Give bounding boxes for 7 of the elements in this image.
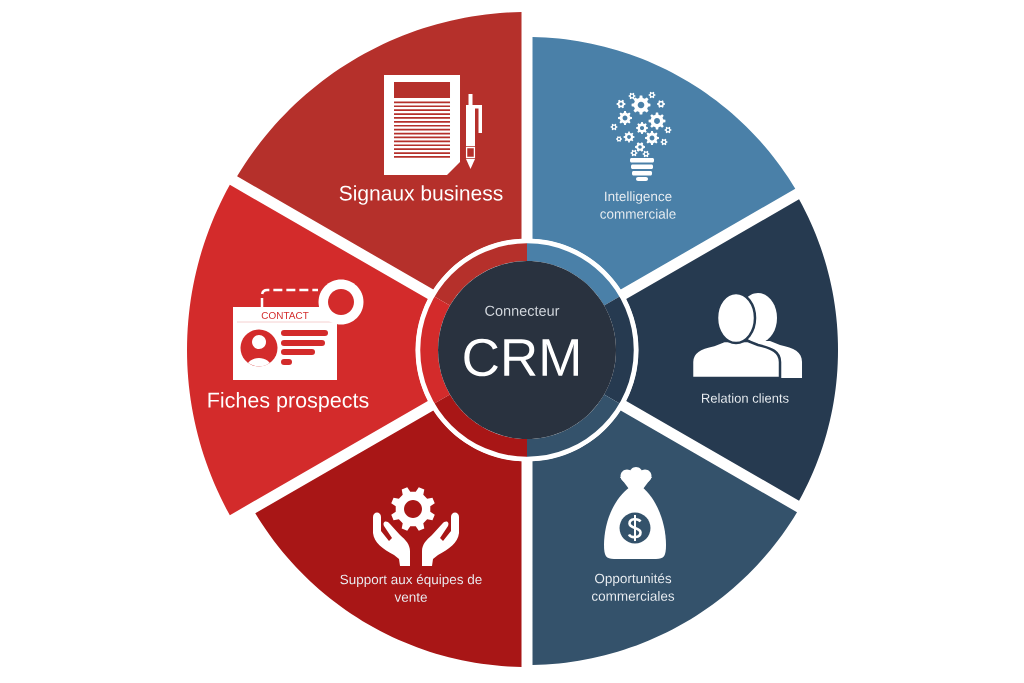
segment-label: Support aux équipes de vente: [340, 574, 482, 602]
card-label: CONTACT: [261, 311, 309, 320]
segment-label: Intelligence commerciale: [600, 191, 676, 219]
segment-label: Fiches prospects: [208, 392, 369, 413]
segment-label: Opportunités commerciales: [591, 573, 675, 601]
segment-label: Relation clients: [702, 393, 789, 403]
segment-label: Signaux business: [339, 185, 503, 205]
